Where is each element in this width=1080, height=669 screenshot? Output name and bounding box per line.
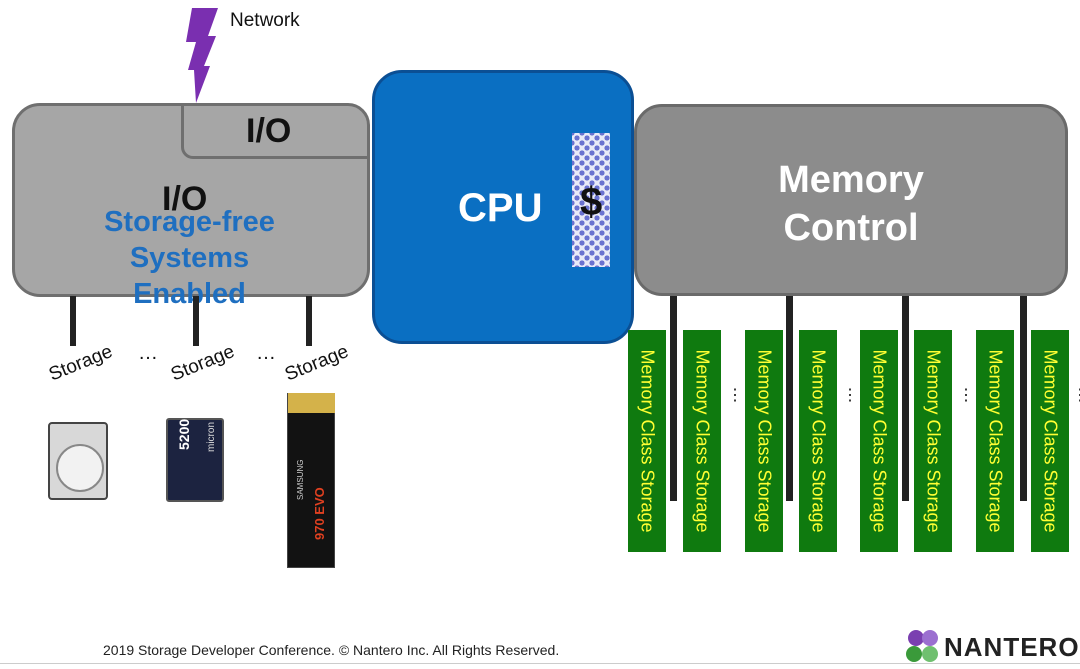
memory-bus [1020,296,1027,501]
mcs-ellipsis: ⋮ [727,387,743,404]
memory-class-storage-module: Memory Class Storage [745,330,783,552]
memory-bus [786,296,793,501]
m2-ssd-model: 970 EVO [312,487,327,540]
m2-ssd-connector [288,393,335,413]
mcs-label: Memory Class Storage [985,349,1006,533]
footer-text: 2019 Storage Developer Conference. © Nan… [103,642,560,658]
memory-bus [902,296,909,501]
hard-disk-platter [56,444,104,492]
memory-class-storage-module: Memory Class Storage [799,330,837,552]
network-label: Network [230,10,300,31]
m2-ssd-icon [287,393,335,568]
memory-control-line: Memory [778,159,924,201]
memory-class-storage-module: Memory Class Storage [683,330,721,552]
memory-class-storage-module: Memory Class Storage [976,330,1014,552]
mcs-label: Memory Class Storage [637,349,658,533]
storage-connector [70,296,76,346]
storage-label: Storage [282,341,352,386]
storage-free-line: Enabled [133,278,246,310]
storage-free-line: Systems [129,242,250,274]
memory-control-label: Memory Control [700,156,1002,252]
nantero-logo-icon [906,630,938,662]
mcs-label: Memory Class Storage [808,349,829,533]
memory-class-storage-module: Memory Class Storage [1031,330,1069,552]
storage-label: Storage [168,341,238,386]
mcs-label: Memory Class Storage [923,349,944,533]
storage-free-line: Storage-free [104,206,275,238]
memory-control-line: Control [783,207,919,249]
ssd-brand: micron [206,421,217,452]
cache-block [572,133,610,267]
storage-free-label: Storage-free Systems Enabled [92,204,287,312]
mcs-label: Memory Class Storage [869,349,890,533]
mcs-label: Memory Class Storage [754,349,775,533]
mcs-ellipsis: ⋮ [1072,387,1080,404]
mcs-ellipsis: ⋮ [842,387,858,404]
io-outer-label: I/O [162,180,208,218]
ssd-icon [166,418,224,502]
memory-class-storage-module: Memory Class Storage [628,330,666,552]
io-inner-box [181,103,370,159]
mcs-label: Memory Class Storage [692,349,713,533]
nantero-logo-text: NANTERO [944,632,1080,662]
m2-ssd-brand: SAMSUNG [296,459,305,500]
cache-label: $ [580,180,603,224]
memory-control-box [634,104,1068,296]
storage-label: Storage [46,341,116,386]
ssd-model: 5200 [176,418,192,450]
memory-class-storage-module: Memory Class Storage [860,330,898,552]
io-inner-label: I/O [246,112,292,150]
footer-divider [0,663,1080,664]
storage-ellipsis: … [138,342,158,364]
mcs-ellipsis: ⋮ [958,387,974,404]
cpu-label: CPU [458,186,543,230]
storage-connector [306,296,312,346]
memory-bus [670,296,677,501]
memory-class-storage-module: Memory Class Storage [914,330,952,552]
lightning-bolt-icon [186,8,218,103]
storage-connector [193,296,199,346]
mcs-label: Memory Class Storage [1040,349,1061,533]
storage-ellipsis: … [256,342,276,364]
